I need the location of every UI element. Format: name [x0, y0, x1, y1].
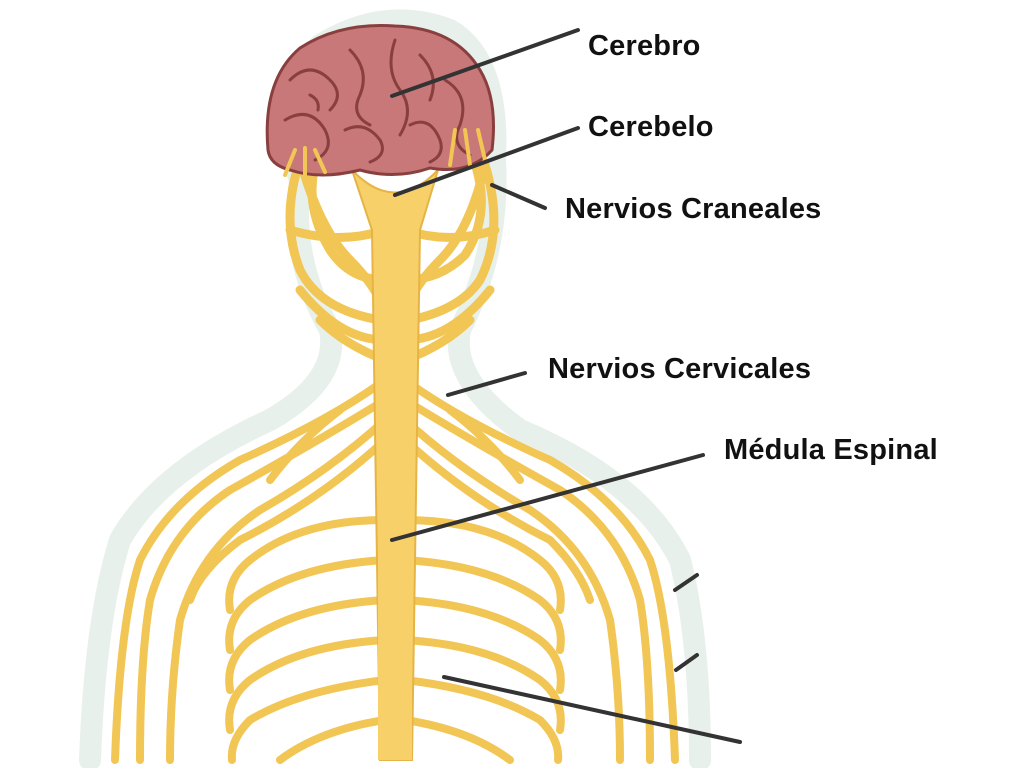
peripheral-nerves — [111, 376, 679, 764]
leader-cerebelo — [393, 126, 580, 197]
leader-medula — [390, 453, 705, 542]
label-medula-espinal: Médula Espinal — [724, 434, 938, 466]
leader-cervicales — [446, 371, 527, 397]
spinal-cord-column — [378, 200, 412, 760]
leader-craneales — [490, 183, 547, 210]
intercostal-nerves — [225, 516, 565, 764]
label-cerebelo: Cerebelo — [588, 111, 714, 143]
leader-lower — [442, 675, 742, 744]
leader-cerebro — [390, 28, 580, 98]
label-cerebro: Cerebro — [588, 30, 701, 62]
leader-lines — [390, 28, 742, 744]
leader-nerve-arm-1 — [673, 573, 699, 592]
brain — [265, 24, 495, 177]
label-nervios-cervicales: Nervios Cervicales — [548, 353, 812, 385]
leader-nerve-arm-2 — [674, 653, 699, 672]
label-nervios-craneales: Nervios Craneales — [565, 193, 822, 225]
